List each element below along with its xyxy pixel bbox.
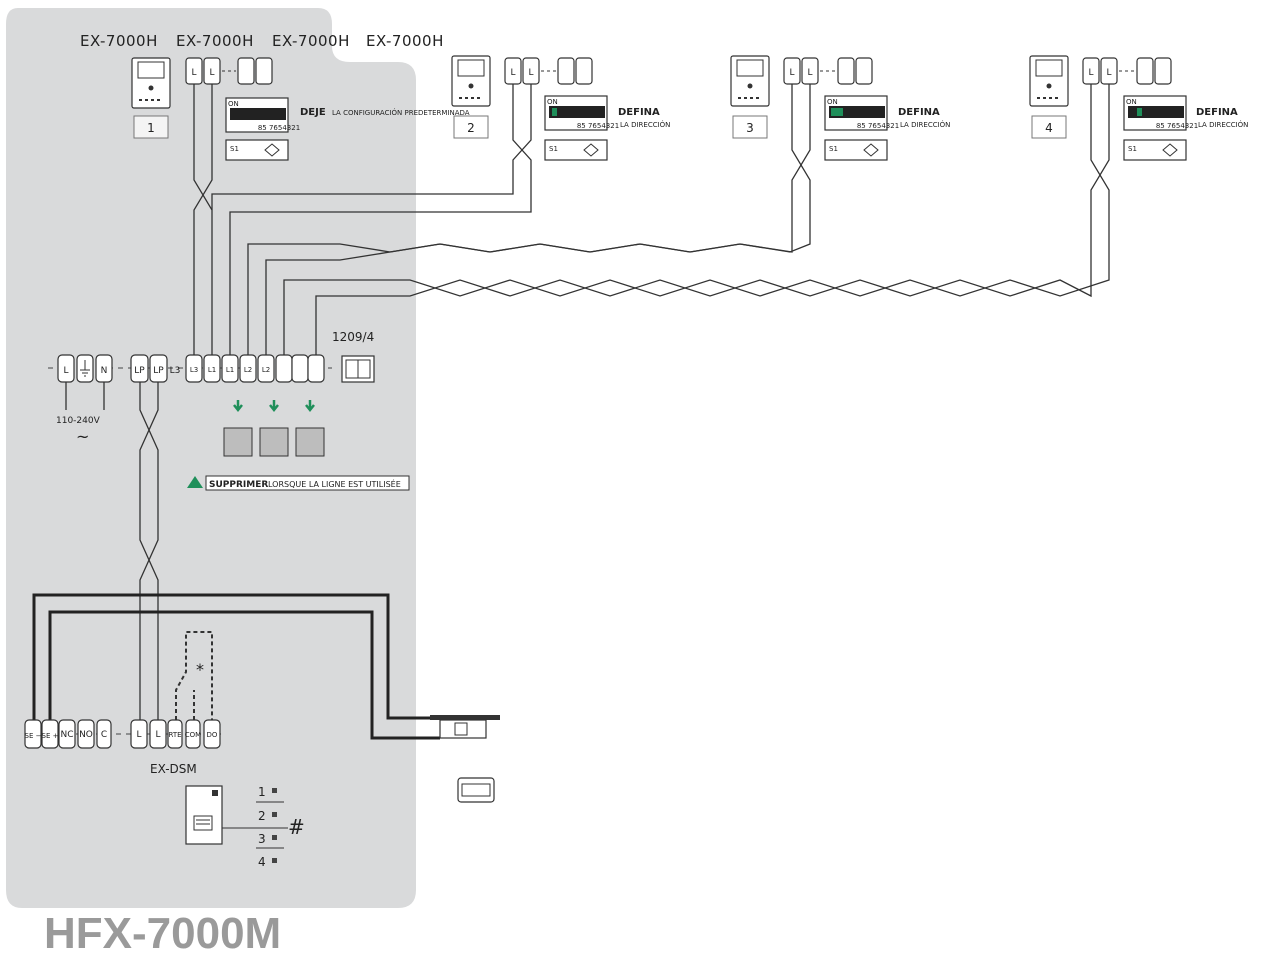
svg-text:LA CONFIGURACIÓN PREDETERMINAD: LA CONFIGURACIÓN PREDETERMINADA	[332, 108, 470, 117]
svg-text:L3: L3	[190, 366, 198, 374]
ac-symbol: ~	[76, 427, 89, 446]
monitor-number-1: 1	[147, 121, 155, 135]
monitor-unit-1: 1 L L ON 85 7654321 S1 DEJE LA CONFIGURA…	[131, 57, 470, 161]
jumper-blocks	[223, 400, 325, 457]
power-supply-model: 1209/4	[332, 330, 374, 344]
monitor-model-2: EX-7000H	[176, 32, 254, 50]
svg-text:L: L	[63, 366, 68, 376]
button-1: 1	[258, 785, 266, 799]
svg-text:LP: LP	[134, 366, 145, 376]
monitor-number-3: 3	[746, 121, 754, 135]
svg-text:C: C	[101, 730, 107, 740]
svg-text:LP: LP	[153, 366, 164, 376]
bus-wiring: *	[32, 84, 1110, 740]
svg-text:S1: S1	[1128, 145, 1137, 153]
svg-text:NO: NO	[79, 730, 93, 740]
warning-bold: SUPPRIMER	[209, 480, 268, 490]
monitor-unit-2: 2 L L ON 85 7654321 S1 DEFINA LA DIRECCI…	[451, 55, 670, 161]
svg-text:L: L	[528, 68, 533, 78]
svg-text:L3: L3	[170, 366, 181, 376]
button-3: 3	[258, 832, 266, 846]
svg-text:LA DIRECCIÓN: LA DIRECCIÓN	[620, 120, 670, 129]
door-lock-icon	[430, 715, 500, 803]
svg-text:L2: L2	[244, 366, 252, 374]
monitor-model-1: EX-7000H	[80, 32, 158, 50]
svg-text:ON: ON	[547, 98, 558, 106]
door-station-model: EX-DSM	[150, 762, 197, 776]
power-supply-terminal-block: L N LP LP L3 L3 L1 L1 L2 L2 1209/4 110-2…	[48, 330, 410, 491]
svg-text:L: L	[209, 68, 214, 78]
svg-text:ON: ON	[1126, 98, 1137, 106]
svg-text:L: L	[1088, 68, 1093, 78]
svg-text:S1: S1	[549, 145, 558, 153]
svg-text:DEFINA: DEFINA	[618, 107, 660, 118]
svg-text:L: L	[510, 68, 515, 78]
svg-text:S1: S1	[230, 145, 239, 153]
svg-text:SE −: SE −	[25, 732, 42, 740]
svg-text:DEFINA: DEFINA	[1196, 107, 1238, 118]
svg-text:85 7654321: 85 7654321	[577, 122, 619, 130]
svg-text:LA DIRECCIÓN: LA DIRECCIÓN	[1198, 120, 1248, 129]
warning-rest: LORSQUE LA LIGNE EST UTILISÉE	[268, 478, 401, 489]
svg-text:L2: L2	[262, 366, 270, 374]
monitor-unit-3: 3 L L ON 85 7654321 S1 DEFINA LA DIRECCI…	[730, 55, 950, 161]
monitor-number-2: 2	[467, 121, 475, 135]
star-symbol: *	[196, 660, 204, 679]
svg-text:L: L	[789, 68, 794, 78]
door-station-terminal-block: SE − SE + NC NO C L L RTE COM DO EX-DSM …	[24, 719, 305, 869]
monitor-model-4: EX-7000H	[366, 32, 444, 50]
kit-model: HFX-7000M	[44, 909, 281, 954]
svg-text:L: L	[1106, 68, 1111, 78]
hash-symbol: #	[288, 815, 305, 839]
voltage-label: 110-240V	[56, 416, 101, 426]
monitor-icon	[131, 57, 171, 109]
svg-text:85 7654321: 85 7654321	[258, 124, 300, 132]
svg-text:SE +: SE +	[42, 732, 59, 740]
monitor-model-3: EX-7000H	[272, 32, 350, 50]
svg-text:L1: L1	[208, 366, 216, 374]
button-4: 4	[258, 855, 266, 869]
svg-text:85 7654321: 85 7654321	[1156, 122, 1198, 130]
monitor-unit-4: 4 L L ON 85 7654321 S1 DEFINA LA DIRECCI…	[1029, 55, 1248, 161]
svg-text:COM: COM	[185, 731, 201, 739]
svg-text:ON: ON	[228, 100, 239, 108]
svg-text:L: L	[155, 730, 160, 740]
svg-text:L: L	[807, 68, 812, 78]
svg-text:S1: S1	[829, 145, 838, 153]
monitor-number-4: 4	[1045, 121, 1053, 135]
warning-icon	[187, 476, 203, 488]
svg-text:N: N	[101, 366, 108, 376]
kit-panel	[6, 8, 416, 908]
svg-text:RTE: RTE	[168, 731, 181, 739]
svg-text:L1: L1	[226, 366, 234, 374]
svg-text:ON: ON	[827, 98, 838, 106]
button-2: 2	[258, 809, 266, 823]
svg-text:NC: NC	[60, 730, 73, 740]
svg-text:L: L	[136, 730, 141, 740]
svg-text:DEFINA: DEFINA	[898, 107, 940, 118]
svg-text:DO: DO	[207, 731, 218, 739]
svg-text:LA DIRECCIÓN: LA DIRECCIÓN	[900, 120, 950, 129]
svg-text:L: L	[191, 68, 196, 78]
svg-text:85 7654321: 85 7654321	[857, 122, 899, 130]
monitor-note-bold: DEJE	[300, 107, 326, 118]
